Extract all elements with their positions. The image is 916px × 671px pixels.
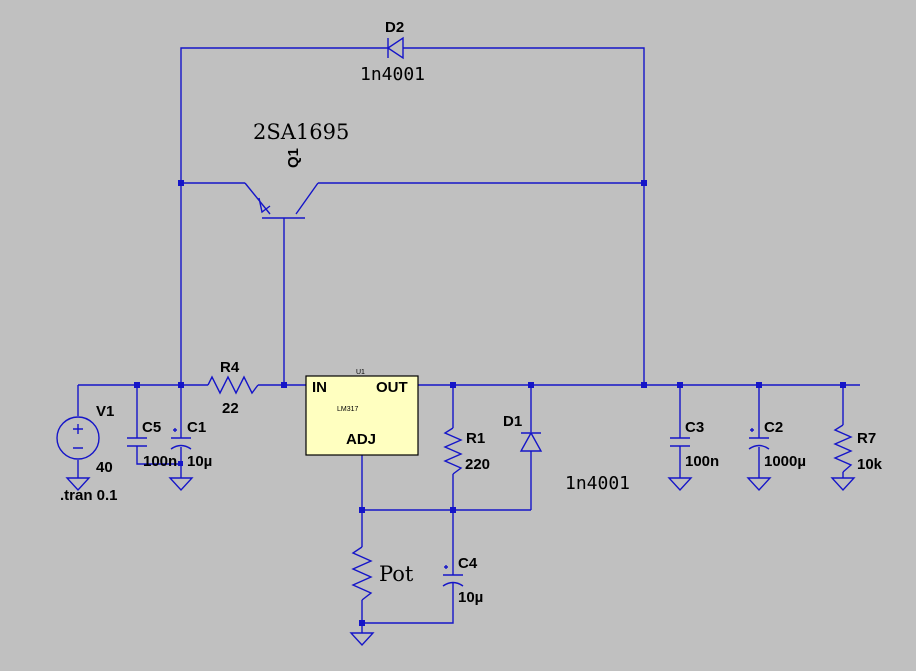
- junction-dot: [450, 507, 456, 513]
- v1-value: 40: [96, 459, 113, 476]
- capacitor-c3[interactable]: C3 100n: [670, 419, 719, 470]
- potentiometer[interactable]: Pot: [351, 546, 414, 601]
- d1-value: 1n4001: [565, 473, 630, 494]
- r4-value: 22: [222, 400, 239, 417]
- wire-adj-node: [361, 455, 531, 511]
- u1-pin-adj: ADJ: [346, 431, 376, 448]
- junction-dot: [641, 180, 647, 186]
- capacitor-c2[interactable]: C2 1000µ: [748, 419, 806, 470]
- c5-value: 100n: [143, 453, 177, 470]
- junction-dot: [840, 382, 846, 388]
- u1-ref: U1: [356, 369, 365, 376]
- capacitor-c4[interactable]: C4 10µ: [442, 555, 483, 606]
- junction-dot: [178, 180, 184, 186]
- d2-ref: D2: [385, 19, 404, 36]
- diode-d2[interactable]: D2 1n4001: [360, 19, 425, 85]
- ground-icon: [746, 477, 772, 492]
- junction-dot: [359, 620, 365, 626]
- wires: [77, 47, 860, 633]
- junction-dot: [450, 382, 456, 388]
- junction-dot: [134, 382, 140, 388]
- wire-c4-bottom: [362, 583, 454, 624]
- c4-ref: C4: [458, 555, 478, 572]
- tran-directive[interactable]: .tran 0.1: [60, 487, 118, 504]
- d1-ref: D1: [503, 413, 522, 430]
- capacitor-c5[interactable]: C5 100n: [127, 419, 177, 470]
- c4-value: 10µ: [458, 589, 483, 606]
- ground-icon: [830, 477, 856, 492]
- u1-part: LM317: [337, 406, 359, 413]
- c2-value: 1000µ: [764, 453, 806, 470]
- u1-pin-out: OUT: [376, 379, 408, 396]
- ground-icon: [168, 477, 194, 492]
- r4-ref: R4: [220, 359, 240, 376]
- diode-d1[interactable]: D1 1n4001: [503, 413, 630, 494]
- d2-value: 1n4001: [360, 64, 425, 85]
- transistor-q1[interactable]: 2SA1695 Q1: [244, 120, 349, 219]
- junction-dot: [281, 382, 287, 388]
- pot-value: Pot: [379, 562, 414, 586]
- capacitor-c1[interactable]: C1 10µ: [170, 419, 212, 470]
- c1-value: 10µ: [187, 453, 212, 470]
- junction-dot: [641, 382, 647, 388]
- voltage-source-v1[interactable]: V1 40: [56, 403, 114, 476]
- q1-ref: Q1: [285, 148, 302, 168]
- r1-value: 220: [465, 456, 490, 473]
- junction-dot: [359, 507, 365, 513]
- resistor-r4[interactable]: R4 22: [207, 359, 259, 417]
- ground-icon: [65, 477, 91, 492]
- wire-c5-bottom: [136, 446, 181, 465]
- c1-ref: C1: [187, 419, 206, 436]
- ground-icon: [667, 477, 693, 492]
- junction-dot: [528, 382, 534, 388]
- r1-ref: R1: [466, 430, 485, 447]
- q1-value: 2SA1695: [253, 120, 349, 144]
- junction-dots: [134, 180, 846, 626]
- r7-value: 10k: [857, 456, 883, 473]
- regulator-u1[interactable]: IN OUT ADJ LM317 U1: [305, 369, 419, 456]
- wire-d2-right: [405, 47, 645, 385]
- junction-dot: [178, 382, 184, 388]
- junction-dot: [756, 382, 762, 388]
- v1-ref: V1: [96, 403, 114, 420]
- ground-icon: [349, 632, 375, 647]
- c3-value: 100n: [685, 453, 719, 470]
- resistor-r7[interactable]: R7 10k: [833, 424, 883, 473]
- c2-ref: C2: [764, 419, 783, 436]
- wire-d2-left: [180, 47, 385, 385]
- r7-ref: R7: [857, 430, 876, 447]
- junction-dot: [178, 461, 183, 466]
- junction-dot: [677, 382, 683, 388]
- resistor-r1[interactable]: R1 220: [443, 427, 490, 475]
- c5-ref: C5: [142, 419, 161, 436]
- c3-ref: C3: [685, 419, 704, 436]
- ground-symbols: [65, 477, 856, 647]
- u1-pin-in: IN: [312, 379, 327, 396]
